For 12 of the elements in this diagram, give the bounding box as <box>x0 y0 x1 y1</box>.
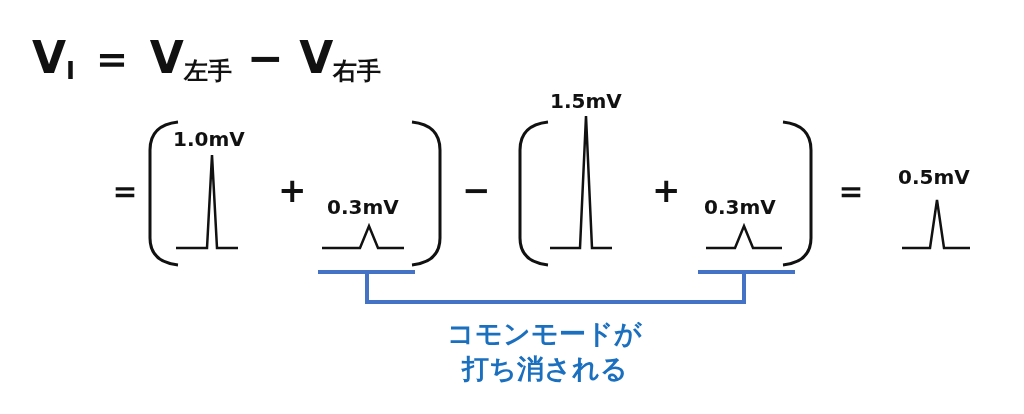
plus-sign: + <box>652 172 681 210</box>
note-text: コモンモードが打ち消される <box>446 317 644 387</box>
amplitude-label: 0.3mV <box>327 196 399 218</box>
equation: V$_{I}$ ＝ V$_{左手}$ − V$_{右手}$ <box>32 34 382 85</box>
equals-sign: ＝ <box>834 172 868 210</box>
amplitude-label: 0.3mV <box>704 196 776 218</box>
minus-sign: − <box>462 172 491 210</box>
amplitude-label: 1.0mV <box>173 128 245 150</box>
plus-sign: + <box>278 172 307 210</box>
amplitude-label: 0.5mV <box>898 166 970 188</box>
equals-sign: ＝ <box>108 172 142 210</box>
amplitude-label: 1.5mV <box>550 90 622 112</box>
